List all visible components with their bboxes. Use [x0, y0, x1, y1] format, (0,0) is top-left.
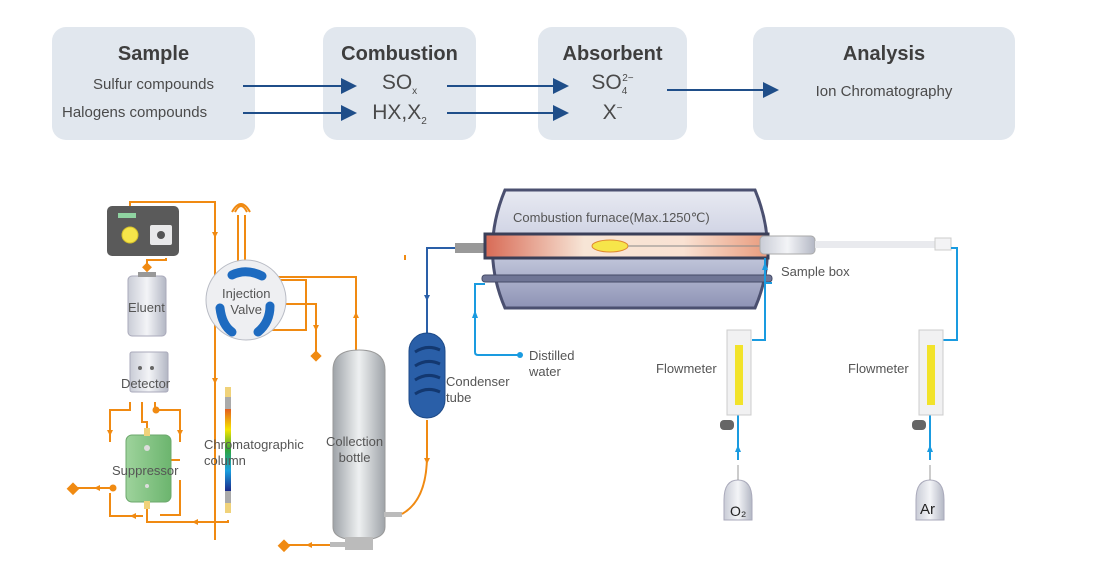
furnace-label: Combustion furnace(Max.1250℃): [513, 210, 710, 225]
condenser-tube: [408, 332, 446, 419]
drain-diamond-1: [310, 350, 322, 362]
ar-label: Ar: [920, 501, 935, 518]
pump-unit: [107, 206, 179, 256]
suppressor-unit: [125, 428, 172, 509]
collection-bottle-label: Collection bottle: [326, 434, 383, 466]
x-formula: X−: [538, 101, 687, 125]
distilled-water-inlet: [517, 352, 523, 358]
ion-chromatography-label: Ion Chromatography: [815, 83, 953, 100]
sample-box: Sample Sulfur compounds Halogens compoun…: [52, 27, 255, 140]
absorbent-box: Absorbent SO4 2− X−: [538, 27, 687, 140]
sample-title: Sample: [117, 43, 190, 65]
distilled-label-line1: Distilled: [529, 348, 575, 363]
x-sup: −: [616, 103, 623, 114]
column-label-line2: column: [204, 453, 246, 468]
combustion-title: Combustion: [341, 43, 458, 65]
sample-boat: [591, 239, 629, 253]
ar-cylinder: [915, 465, 945, 521]
drain-diamond-2: [66, 482, 80, 496]
injection-label-line1: Injection: [222, 286, 271, 301]
detector-label: Detector: [121, 376, 171, 391]
eluent-label: Eluent: [128, 300, 165, 315]
sox-formula: SOx: [323, 71, 476, 97]
so4-sup: 2−: [622, 73, 634, 84]
column-label-line1: Chromatographic: [204, 437, 304, 452]
o2-label: O₂: [730, 503, 747, 519]
eluent-diamond: [142, 262, 152, 273]
ic-flow-markers: [66, 232, 430, 553]
sox-sub: x: [412, 86, 418, 98]
injection-label-line2: Valve: [230, 302, 262, 317]
so4-formula: SO4 2−: [538, 71, 687, 97]
so4-base: SO: [591, 71, 622, 94]
detector-unit: [129, 351, 169, 393]
hx-sub: 2: [421, 116, 427, 128]
hx-formula: HX,X2: [323, 101, 476, 127]
condenser-label-line2: tube: [446, 390, 472, 405]
flowmeter-2-label: Flowmeter: [848, 361, 909, 376]
condenser-label-line1: Condenser: [446, 374, 510, 389]
injection-valve-label: Injection Valve: [222, 286, 270, 318]
o2-cylinder: [723, 465, 753, 521]
pump-icon: [121, 226, 139, 244]
flowmeter-2: [912, 329, 944, 430]
drain-diamond-3: [277, 539, 291, 553]
hx-base: HX,X: [372, 101, 422, 124]
collection-bottle: [330, 349, 402, 550]
analysis-box: Analysis Ion Chromatography: [753, 27, 1015, 140]
condenser-label: Condenser tube: [446, 374, 510, 406]
column-label: Chromatographic column: [204, 437, 304, 469]
combustion-furnace: [455, 188, 773, 310]
bottle-label-line2: bottle: [338, 450, 371, 465]
so4-sub: 4: [621, 86, 628, 98]
chromatographic-column: [225, 387, 231, 513]
flowmeter-1-label: Flowmeter: [656, 361, 717, 376]
flow-arrows: [243, 78, 779, 121]
sample-box-label: Sample box: [781, 264, 850, 279]
analysis-title: Analysis: [842, 43, 926, 65]
eluent-bottle: [127, 272, 167, 337]
flowmeter-1: [720, 329, 752, 430]
absorbent-title: Absorbent: [562, 43, 663, 65]
x-base: X: [602, 101, 617, 124]
suppressor-label: Suppressor: [112, 463, 179, 478]
distilled-water-label: Distilled water: [529, 348, 575, 380]
distilled-label-line2: water: [529, 364, 561, 379]
bottle-label-line1: Collection: [326, 434, 384, 449]
injection-valve: [205, 259, 287, 341]
halogens-compounds-label: Halogens compounds: [62, 104, 208, 121]
sox-base: SO: [381, 71, 413, 94]
sample-box-unit: [759, 235, 952, 255]
sulfur-compounds-label: Sulfur compounds: [93, 76, 214, 93]
